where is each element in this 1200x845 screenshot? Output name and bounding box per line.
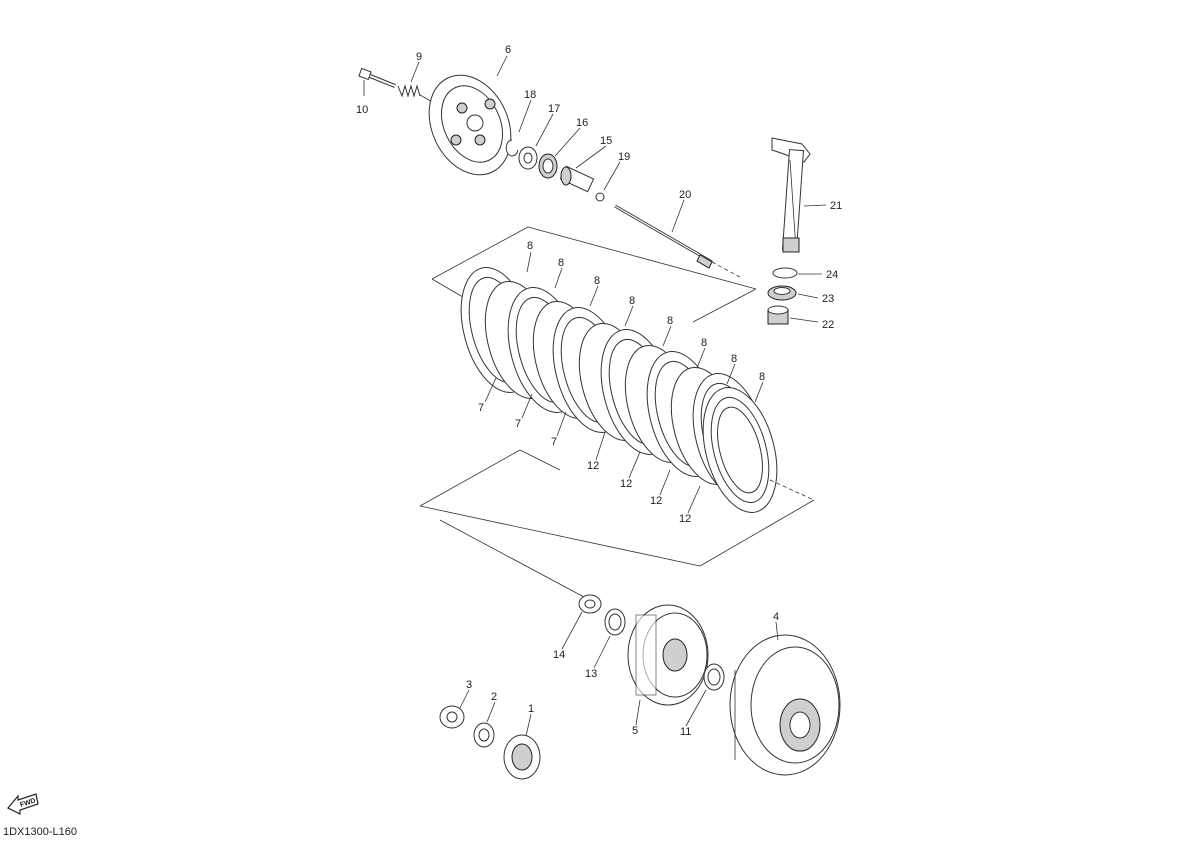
callout-8c: 8	[594, 275, 600, 287]
diagram-code: 1DX1300-L160	[3, 826, 78, 838]
callout-labels: 10 9 6 18 17 16 15 19 20 21 24 23 22 8 8…	[356, 44, 842, 738]
plate-group-frame-upper	[431, 226, 757, 323]
callout-8g: 8	[731, 353, 737, 365]
callout-7a: 7	[478, 402, 484, 414]
callout-11: 11	[680, 726, 691, 738]
clutch-plate-stack[interactable]	[449, 259, 790, 520]
circlip-part-18[interactable]	[505, 139, 519, 157]
push-lever-part-21[interactable]	[771, 137, 811, 253]
callout-24: 24	[826, 269, 838, 281]
bolt-part-10[interactable]	[358, 67, 396, 88]
fwd-label: FWD	[19, 797, 36, 809]
ball-part-19[interactable]	[595, 192, 605, 202]
callout-1: 1	[528, 703, 534, 715]
callout-4: 4	[773, 611, 779, 623]
push-rod-part-15[interactable]	[559, 165, 595, 193]
circlip-part-24[interactable]	[772, 267, 798, 279]
callout-12b: 12	[620, 478, 632, 490]
callout-17: 17	[548, 103, 560, 115]
callout-12c: 12	[650, 495, 662, 507]
callout-12d: 12	[679, 513, 691, 525]
callout-2: 2	[491, 691, 497, 703]
nut-part-3[interactable]	[439, 705, 465, 729]
washer-part-13[interactable]	[604, 608, 626, 636]
push-rod-part-20[interactable]	[614, 204, 741, 278]
washer-part-17[interactable]	[518, 146, 538, 170]
fwd-arrow-icon: FWD	[7, 793, 39, 815]
callout-22: 22	[822, 319, 834, 331]
nut-part-14[interactable]	[578, 594, 602, 614]
callout-14: 14	[553, 649, 565, 661]
callout-3: 3	[466, 679, 472, 691]
center-axis-line	[439, 519, 585, 598]
washer-part-2[interactable]	[473, 722, 495, 748]
spacer-part-1[interactable]	[503, 734, 541, 780]
callout-7c: 7	[551, 436, 557, 448]
clutch-housing-part-4[interactable]	[729, 634, 841, 776]
leader-lines	[363, 55, 827, 737]
callout-15: 15	[600, 135, 612, 147]
bearing-part-22[interactable]	[767, 305, 789, 325]
washer-part-11[interactable]	[703, 663, 725, 691]
callout-8d: 8	[629, 295, 635, 307]
callout-10: 10	[356, 104, 368, 116]
callout-9: 9	[416, 51, 422, 63]
pressure-plate-part-6[interactable]	[414, 62, 527, 188]
callout-8h: 8	[759, 371, 765, 383]
callout-13: 13	[585, 668, 597, 680]
plate-group-frame-lower	[419, 449, 815, 567]
callout-8f: 8	[701, 337, 707, 349]
callout-8e: 8	[667, 315, 673, 327]
callout-8a: 8	[527, 240, 533, 252]
callout-23: 23	[822, 293, 834, 305]
callout-20: 20	[679, 189, 691, 201]
callout-12a: 12	[587, 460, 599, 472]
clutch-boss-part-5[interactable]	[627, 604, 709, 706]
oil-seal-part-23[interactable]	[767, 285, 797, 301]
callout-5: 5	[632, 725, 638, 737]
callout-16: 16	[576, 117, 588, 129]
callout-8b: 8	[558, 257, 564, 269]
callout-21: 21	[830, 200, 842, 212]
callout-19: 19	[618, 151, 630, 163]
callout-18: 18	[524, 89, 536, 101]
callout-6: 6	[505, 44, 511, 56]
bearing-part-16[interactable]	[538, 153, 558, 179]
friction-plate-7	[702, 387, 778, 513]
callout-7b: 7	[515, 418, 521, 430]
